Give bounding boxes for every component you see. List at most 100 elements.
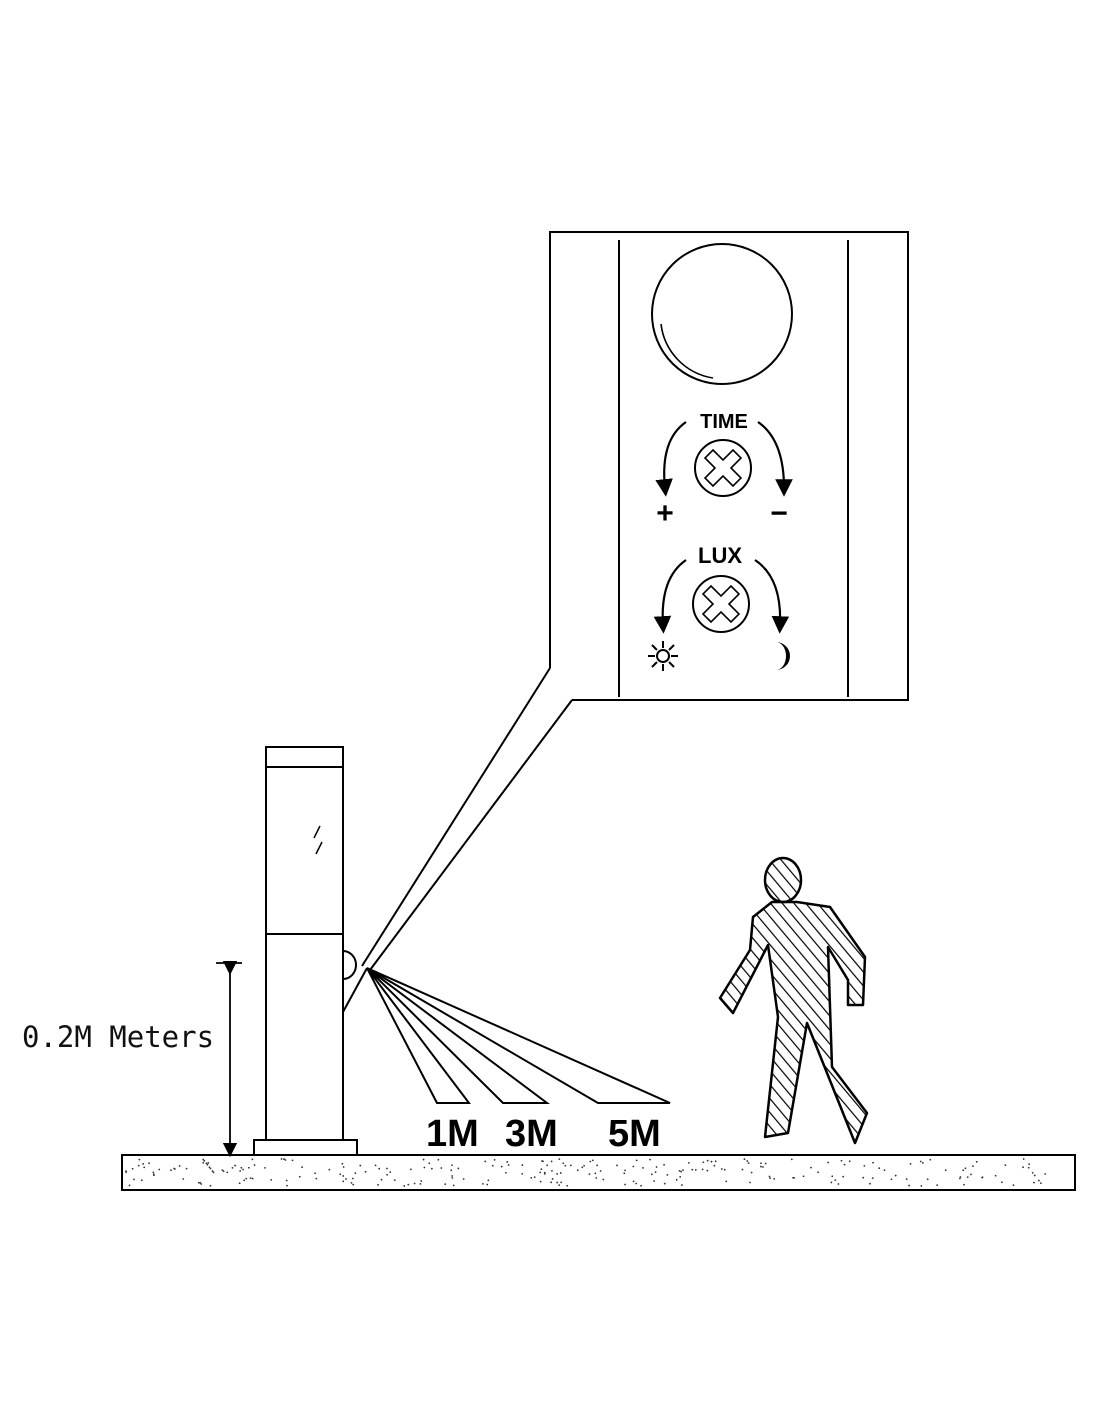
moon-icon bbox=[776, 642, 790, 670]
ground-speckle bbox=[562, 1162, 565, 1165]
ground-speckle bbox=[588, 1173, 591, 1176]
ground-speckle bbox=[428, 1162, 431, 1165]
ground-speckle bbox=[687, 1161, 690, 1164]
ground-speckle bbox=[802, 1175, 805, 1178]
ground-speckle bbox=[238, 1182, 241, 1185]
ground-speckle bbox=[245, 1177, 248, 1180]
ground-speckle bbox=[556, 1181, 559, 1184]
ground-speckle bbox=[616, 1164, 618, 1167]
ground-speckle bbox=[380, 1178, 383, 1181]
ground-speckle bbox=[286, 1184, 288, 1187]
ground-speckle bbox=[994, 1174, 997, 1177]
ground-speckle bbox=[328, 1168, 331, 1171]
ground-speckle bbox=[623, 1172, 626, 1175]
ground-speckle bbox=[128, 1184, 131, 1187]
ground-speckle bbox=[339, 1173, 342, 1176]
ground-speckle bbox=[981, 1176, 984, 1179]
ground-speckle bbox=[964, 1167, 967, 1170]
ground-speckle bbox=[487, 1179, 490, 1182]
ground-speckle bbox=[377, 1183, 379, 1186]
ground-speckle bbox=[963, 1183, 965, 1186]
ground-speckle bbox=[760, 1165, 762, 1168]
ground-speckle bbox=[649, 1158, 651, 1161]
ground-speckle bbox=[632, 1165, 635, 1168]
ground-speckle bbox=[863, 1164, 866, 1167]
ground-speckle bbox=[749, 1181, 751, 1184]
ground-speckle bbox=[1022, 1166, 1024, 1169]
ground-speckle bbox=[576, 1169, 579, 1172]
ground-speckle bbox=[890, 1178, 893, 1181]
ground-speckle bbox=[222, 1170, 225, 1173]
ground-speckle bbox=[521, 1172, 524, 1175]
ground-speckle bbox=[491, 1164, 494, 1167]
ground-speckle bbox=[354, 1172, 357, 1174]
ground-speckle bbox=[389, 1171, 392, 1174]
ground-speckle bbox=[1012, 1184, 1015, 1187]
height-label: 0.2M Meters bbox=[22, 1020, 214, 1054]
ground-speckle bbox=[583, 1164, 586, 1167]
ground-speckle bbox=[407, 1183, 410, 1186]
ground-speckle bbox=[905, 1178, 908, 1180]
ground-speckle bbox=[558, 1184, 561, 1187]
ground-speckle bbox=[500, 1165, 503, 1168]
ground-speckle bbox=[131, 1167, 134, 1170]
ground-speckle bbox=[810, 1166, 812, 1169]
ground-speckle bbox=[635, 1159, 638, 1162]
ground-speckle bbox=[482, 1183, 484, 1185]
ground bbox=[121, 1154, 1076, 1191]
ground-speckle bbox=[420, 1180, 423, 1182]
ground-speckle bbox=[486, 1183, 489, 1186]
ground-speckle bbox=[878, 1167, 881, 1170]
ground-speckle bbox=[837, 1183, 840, 1185]
ground-speckle bbox=[1028, 1163, 1031, 1166]
ground-speckle bbox=[723, 1168, 726, 1171]
ground-speckle bbox=[594, 1172, 597, 1175]
ground-speckle bbox=[202, 1161, 205, 1164]
ground-speckle bbox=[542, 1160, 544, 1163]
ground-speckle bbox=[444, 1183, 447, 1186]
ground-speckle bbox=[242, 1168, 244, 1171]
ground-speckle bbox=[142, 1163, 145, 1165]
ground-speckle bbox=[560, 1181, 563, 1184]
range-label-1m: 1M bbox=[426, 1113, 479, 1155]
ground-speckle bbox=[909, 1162, 912, 1165]
ground-speckle bbox=[148, 1162, 150, 1165]
ground-speckle bbox=[342, 1180, 345, 1183]
ground-speckle bbox=[972, 1165, 974, 1168]
ground-speckle bbox=[566, 1184, 569, 1187]
ground-speckle bbox=[231, 1166, 234, 1169]
ground-speckle bbox=[533, 1176, 536, 1179]
ground-speckle bbox=[206, 1163, 209, 1166]
ground-speckle bbox=[546, 1164, 549, 1167]
time-minus-label: − bbox=[770, 497, 788, 530]
ground-speckle bbox=[678, 1170, 681, 1172]
ground-speckle bbox=[540, 1168, 543, 1171]
ground-speckle bbox=[834, 1179, 837, 1182]
ground-speckle bbox=[202, 1158, 205, 1161]
ground-speckle bbox=[894, 1174, 897, 1177]
ground-speckle bbox=[212, 1171, 215, 1174]
ground-speckle bbox=[423, 1166, 426, 1169]
ground-speckle bbox=[138, 1158, 141, 1161]
ground-speckle bbox=[457, 1167, 460, 1170]
ground-speckle bbox=[944, 1169, 947, 1172]
ground-speckle bbox=[270, 1178, 273, 1181]
ground-speckle bbox=[378, 1167, 381, 1170]
ground-speckle bbox=[1000, 1181, 1003, 1184]
ground-speckle bbox=[725, 1180, 728, 1183]
ground-speckle bbox=[1004, 1164, 1007, 1167]
ground-speckle bbox=[640, 1184, 642, 1187]
ground-speckle bbox=[591, 1159, 594, 1162]
ground-speckle bbox=[226, 1171, 229, 1174]
ground-speckle bbox=[741, 1168, 744, 1171]
range-label-5m: 5M bbox=[608, 1113, 661, 1155]
bollard-light bbox=[253, 746, 368, 1156]
ground-speckle bbox=[437, 1158, 440, 1161]
beam-5m bbox=[366, 967, 671, 1104]
ground-speckle bbox=[551, 1178, 554, 1180]
ground-speckle bbox=[1037, 1179, 1040, 1182]
ground-speckle bbox=[679, 1175, 682, 1178]
ground-speckle bbox=[359, 1164, 362, 1167]
ground-speckle bbox=[199, 1181, 202, 1184]
ground-speckle bbox=[682, 1169, 684, 1171]
